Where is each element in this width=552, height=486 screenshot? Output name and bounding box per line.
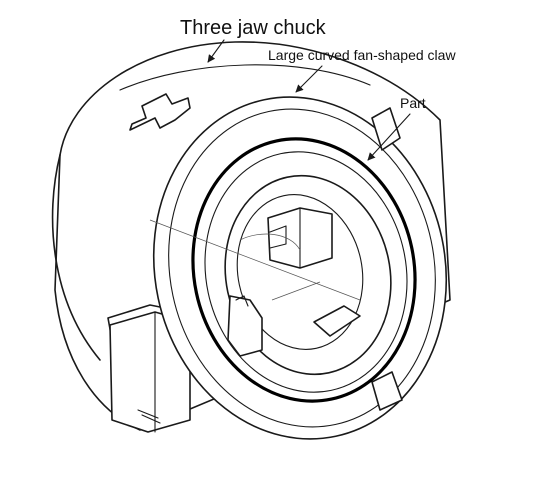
label-part: Part: [400, 95, 426, 111]
label-fan-shaped-claw: Large curved fan-shaped claw: [268, 47, 456, 63]
jaw-right: [313, 305, 361, 337]
jaw-upper: [267, 207, 333, 269]
part-ring: [191, 137, 417, 403]
jaw-lower: [227, 295, 263, 357]
center-lines: [149, 219, 361, 301]
leader-claw: [295, 65, 323, 93]
chuck-bore: [224, 174, 392, 376]
leader-part: [367, 113, 411, 161]
label-three-jaw-chuck: Three jaw chuck: [180, 17, 327, 39]
leader-chuck: [207, 39, 225, 63]
